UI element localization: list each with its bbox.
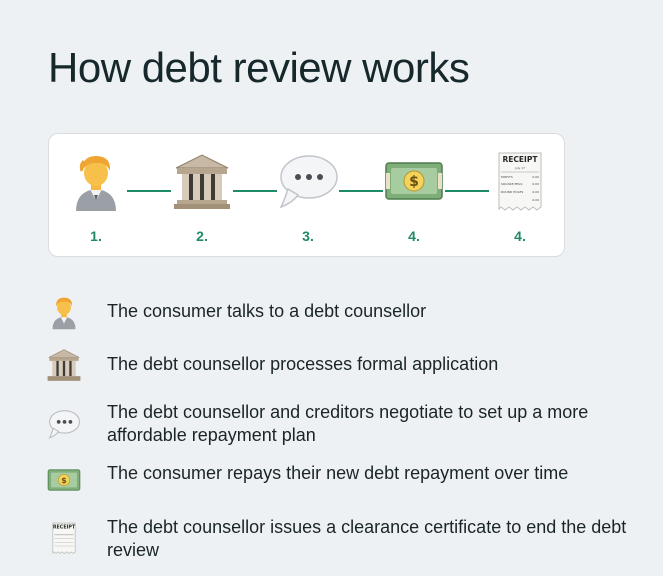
list-item-text: The consumer talks to a debt counsellor xyxy=(107,301,427,321)
list-item-text: The debt counsellor processes formal app… xyxy=(107,354,499,374)
receipt-date: July 17 xyxy=(514,166,525,170)
money-banknote-icon: $ xyxy=(383,150,445,212)
flow-step-number: 2. xyxy=(196,228,208,244)
flow-step-1: 1. xyxy=(61,150,131,244)
bank-building-icon xyxy=(44,345,84,385)
flow-step-number: 4. xyxy=(514,228,526,244)
receipt-line: SQUARE PEGS xyxy=(501,182,522,186)
speech-bubble-icon xyxy=(44,404,84,444)
money-banknote-icon: $ xyxy=(44,460,84,500)
receipt-amount: 0.00 xyxy=(532,198,539,202)
flow-step-2: 2. xyxy=(167,150,237,244)
flow-step-5: RECEIPT July 17 MISFITS 0.00 SQUARE PEGS… xyxy=(485,150,555,244)
receipt-amount: 0.00 xyxy=(532,182,539,186)
flow-step-3: 3. xyxy=(273,150,343,244)
receipt-amount: 0.00 xyxy=(532,175,539,179)
consumer-person-icon xyxy=(65,150,127,212)
list-item-text: The debt counsellor and creditors negoti… xyxy=(107,402,589,445)
receipt-heading: RECEIPT xyxy=(503,155,539,164)
flow-step-number: 1. xyxy=(90,228,102,244)
list-item-text: The consumer repays their new debt repay… xyxy=(107,463,569,483)
consumer-person-icon xyxy=(44,292,84,332)
list-item-text: The debt counsellor issues a clearance c… xyxy=(107,517,627,560)
receipt-heading: RECEIPT xyxy=(53,524,76,530)
flow-step-4: $ 4. xyxy=(379,150,449,244)
receipt-amount: 0.00 xyxy=(532,190,539,194)
page-title: How debt review works xyxy=(48,44,470,91)
speech-bubble-icon xyxy=(277,150,339,212)
receipt-icon: RECEIPT July 17 MISFITS 0.00 SQUARE PEGS… xyxy=(489,150,551,212)
receipt-icon: RECEIPT xyxy=(44,518,84,558)
dollar-sign: $ xyxy=(61,476,67,485)
dollar-sign: $ xyxy=(409,174,419,190)
receipt-line: MISFITS xyxy=(501,175,513,179)
flow-step-number: 3. xyxy=(302,228,314,244)
process-flow-card: 1. 2. xyxy=(48,133,565,257)
flow-step-number: 4. xyxy=(408,228,420,244)
bank-building-icon xyxy=(171,150,233,212)
receipt-line: ROUND HOLES xyxy=(501,190,523,194)
